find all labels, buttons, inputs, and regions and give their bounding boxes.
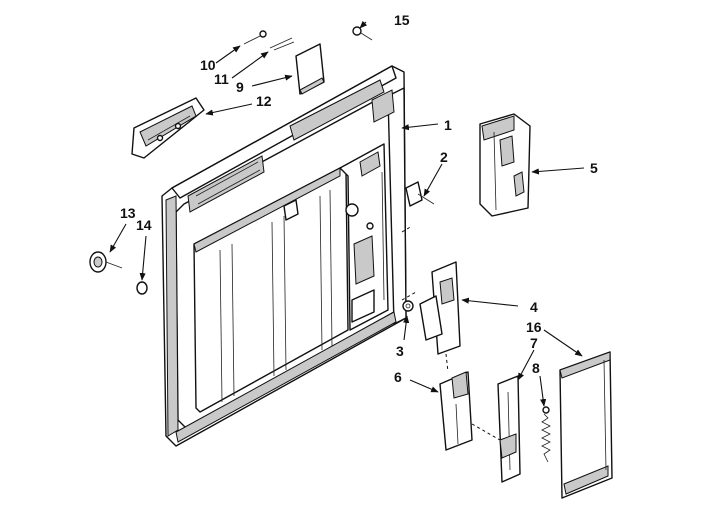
callout-16: 16 (526, 319, 542, 335)
callout-3: 3 (396, 343, 404, 359)
callout-5: 5 (590, 160, 598, 176)
part-6-latch (439, 371, 501, 451)
part-8-spring (541, 406, 551, 463)
callout-labels: 1 2 3 4 5 6 7 8 9 10 11 12 13 14 15 16 (120, 12, 598, 385)
callout-15: 15 (394, 12, 410, 28)
part-7-slide-bar (497, 375, 521, 483)
part-13-14-knob (89, 251, 148, 295)
part-12-handle (131, 97, 205, 159)
callout-2: 2 (440, 149, 448, 165)
callout-7: 7 (530, 335, 538, 351)
part-2-clip (405, 181, 435, 207)
part-16-side-cover (559, 351, 613, 499)
callout-14: 14 (136, 217, 152, 233)
part-10-11-screws (243, 30, 295, 51)
callout-1: 1 (444, 117, 452, 133)
part-5-latch-module (479, 113, 531, 217)
callout-9: 9 (236, 79, 244, 95)
callout-10: 10 (200, 57, 216, 73)
callout-4: 4 (530, 299, 538, 315)
part-15-screw (352, 26, 373, 41)
callout-6: 6 (394, 369, 402, 385)
part-4-actuator (419, 261, 461, 373)
callout-8: 8 (532, 360, 540, 376)
part-9-plate (295, 43, 325, 95)
part-3-grommet (402, 300, 414, 312)
callout-11: 11 (214, 71, 229, 87)
leader-lines (109, 20, 585, 407)
inner-door-panel (161, 65, 417, 447)
callout-13: 13 (120, 205, 136, 221)
callout-12: 12 (256, 93, 272, 109)
